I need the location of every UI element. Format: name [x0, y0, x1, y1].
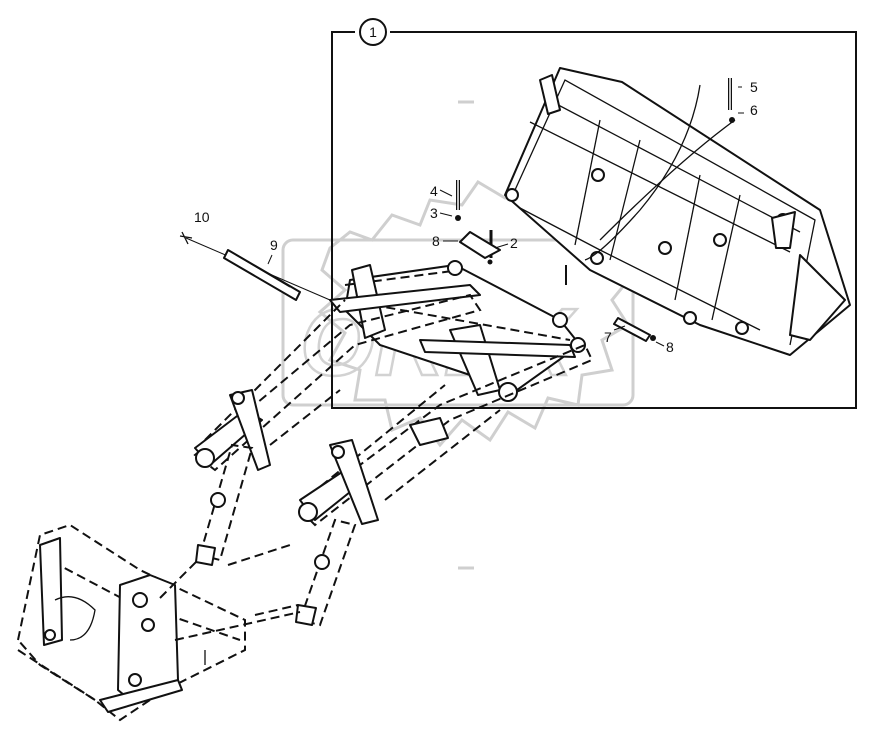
callout-10: 10	[194, 209, 210, 225]
pin-and-clip	[179, 231, 301, 301]
callout-9: 9	[270, 237, 278, 253]
mounting-frame	[16, 523, 301, 722]
group-callout-circle	[359, 18, 387, 46]
callout-4: 4	[430, 183, 438, 199]
callout-3: 3	[430, 205, 438, 221]
bucket-assembly-frame: 1	[331, 18, 857, 409]
callout-8b: 8	[666, 339, 674, 355]
loader-arms	[193, 293, 594, 527]
group-callout-label: 1	[369, 24, 377, 40]
callout-5: 5	[750, 79, 758, 95]
callout-7: 7	[604, 329, 612, 345]
callout-2: 2	[510, 235, 518, 251]
quick-attach-linkage	[329, 260, 586, 402]
callout-6: 6	[750, 102, 758, 118]
callout-8a: 8	[432, 233, 440, 249]
bucket-hardware	[455, 78, 735, 342]
bucket	[504, 67, 851, 356]
lift-cylinders	[195, 389, 501, 627]
